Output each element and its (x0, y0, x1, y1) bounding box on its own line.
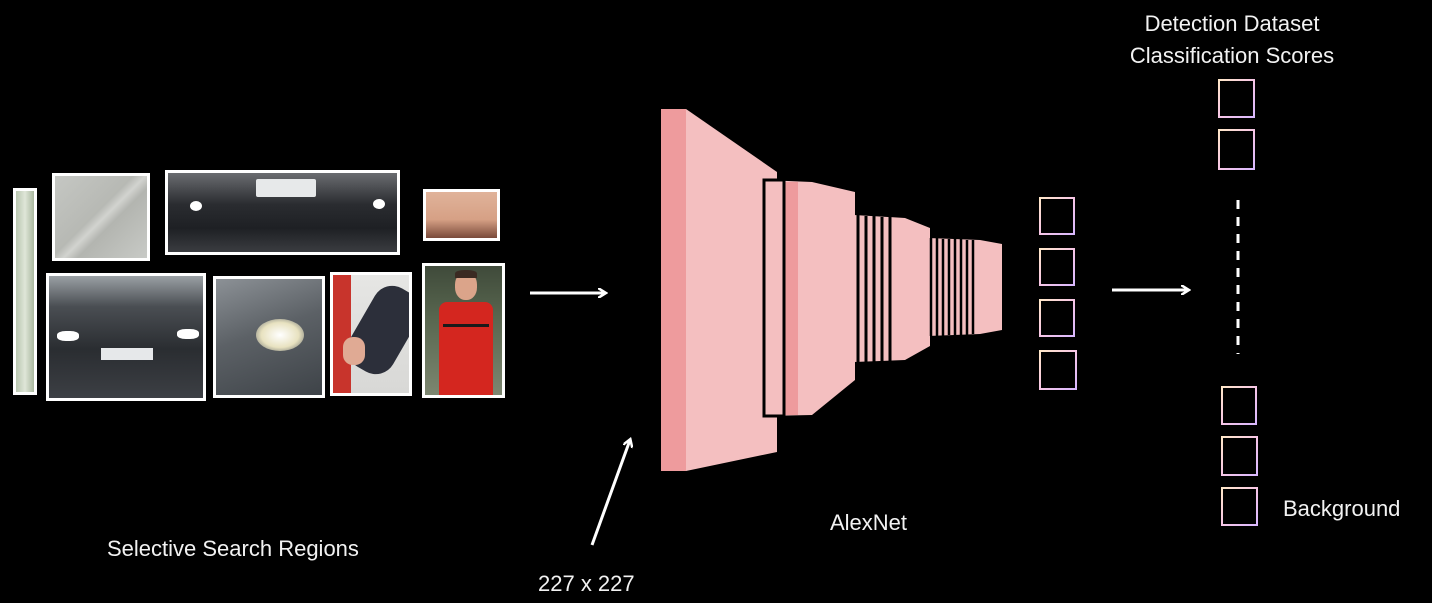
background-label: Background (1283, 496, 1401, 521)
region-crop-pavement (52, 173, 150, 261)
region-crop-arm (330, 272, 412, 396)
class-scores (1218, 79, 1258, 526)
region-crop-car-front (46, 273, 206, 401)
output-title-line-1: Detection Dataset (1144, 11, 1320, 36)
conv-layer-4 (928, 238, 1002, 336)
output-title: Detection Dataset Classification Scores (1100, 8, 1364, 72)
conv-layer-4-stripes (929, 238, 975, 336)
score-box (1221, 386, 1257, 425)
region-crop-headlight (213, 276, 325, 398)
region-crop-person (422, 263, 505, 398)
score-box (1218, 79, 1255, 118)
output-title-line-2: Classification Scores (1129, 43, 1335, 68)
feature-box (1039, 299, 1075, 337)
conv-layer-3-stripes (856, 215, 892, 362)
score-box (1218, 129, 1255, 170)
conv-layer-1-edge (661, 109, 686, 471)
feature-box (1039, 350, 1077, 390)
score-box (1221, 436, 1258, 476)
region-crop-grass (13, 188, 37, 395)
conv-layer-2-edge (784, 182, 798, 415)
feature-box (1039, 248, 1075, 286)
feature-vector (1039, 197, 1077, 390)
alexnet-network (661, 109, 1002, 471)
arrow-input-size (590, 440, 630, 546)
network-label: AlexNet (830, 510, 908, 535)
conv-layer-2-frame (762, 178, 786, 418)
input-size-label: 227 x 227 (538, 571, 635, 596)
regions-label: Selective Search Regions (107, 536, 359, 561)
feature-box (1039, 197, 1075, 235)
region-crop-car-bumper (165, 170, 400, 255)
conv-layer-2 (764, 180, 855, 416)
conv-layer-1 (661, 109, 777, 471)
region-crop-forehead (423, 189, 500, 241)
score-box-background (1221, 487, 1258, 526)
